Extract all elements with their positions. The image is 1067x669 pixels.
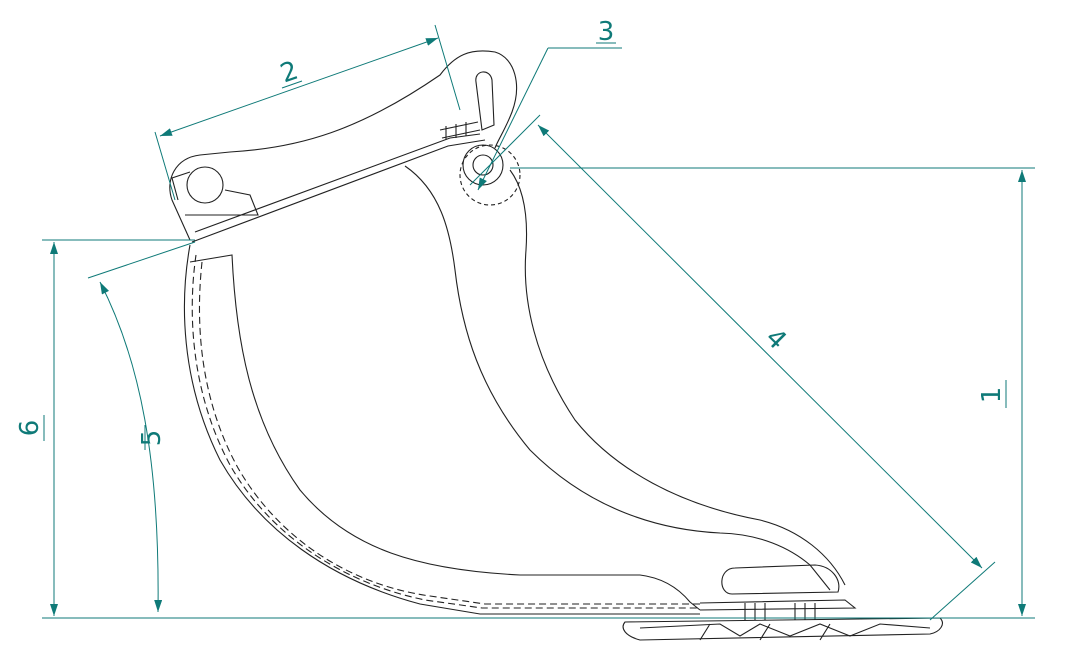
hinge-link bbox=[475, 71, 495, 131]
side-plate-rear bbox=[509, 169, 846, 586]
rear-pin-inner bbox=[472, 154, 494, 176]
front-pin bbox=[186, 166, 224, 204]
front-lug bbox=[171, 171, 259, 216]
dim-6-label: 6 bbox=[15, 420, 45, 437]
cutting-edge-bolts bbox=[744, 603, 816, 620]
dim-2-line bbox=[159, 37, 439, 137]
back-shell-outer bbox=[183, 244, 700, 615]
top-plate bbox=[191, 133, 486, 243]
dim-2-ext-left bbox=[154, 131, 176, 201]
side-plate-contour bbox=[404, 165, 831, 591]
dim-2-ext-right bbox=[434, 24, 461, 111]
bucket-outline bbox=[169, 50, 943, 641]
dim-3-leader bbox=[477, 47, 549, 191]
rear-pin-hidden bbox=[459, 144, 521, 206]
inner-shell bbox=[189, 254, 701, 611]
dim-4-ext-top bbox=[469, 114, 541, 186]
cutting-edge-top bbox=[699, 599, 857, 611]
dim-4-ext-bottom bbox=[929, 561, 996, 621]
dimension-layer: 1 2 3 4 5 6 bbox=[15, 17, 1035, 621]
wear-strip-detail bbox=[639, 623, 931, 641]
dim-2-label: 2 bbox=[277, 56, 302, 90]
mounting-bracket bbox=[169, 50, 518, 241]
dim-2-underline bbox=[281, 80, 303, 89]
dim-5-label: 5 bbox=[137, 430, 167, 447]
bottom-wear-strip bbox=[622, 617, 943, 641]
dim-1-label: 1 bbox=[977, 387, 1007, 404]
dim-3-label: 3 bbox=[598, 17, 615, 47]
back-shell-dashed-1 bbox=[191, 254, 700, 609]
dim-5-arc bbox=[99, 281, 163, 613]
hinge-bolts bbox=[439, 121, 481, 140]
dim-5-ext bbox=[87, 241, 196, 279]
back-shell-dashed-2 bbox=[198, 261, 700, 605]
dim-4-line bbox=[537, 124, 983, 569]
